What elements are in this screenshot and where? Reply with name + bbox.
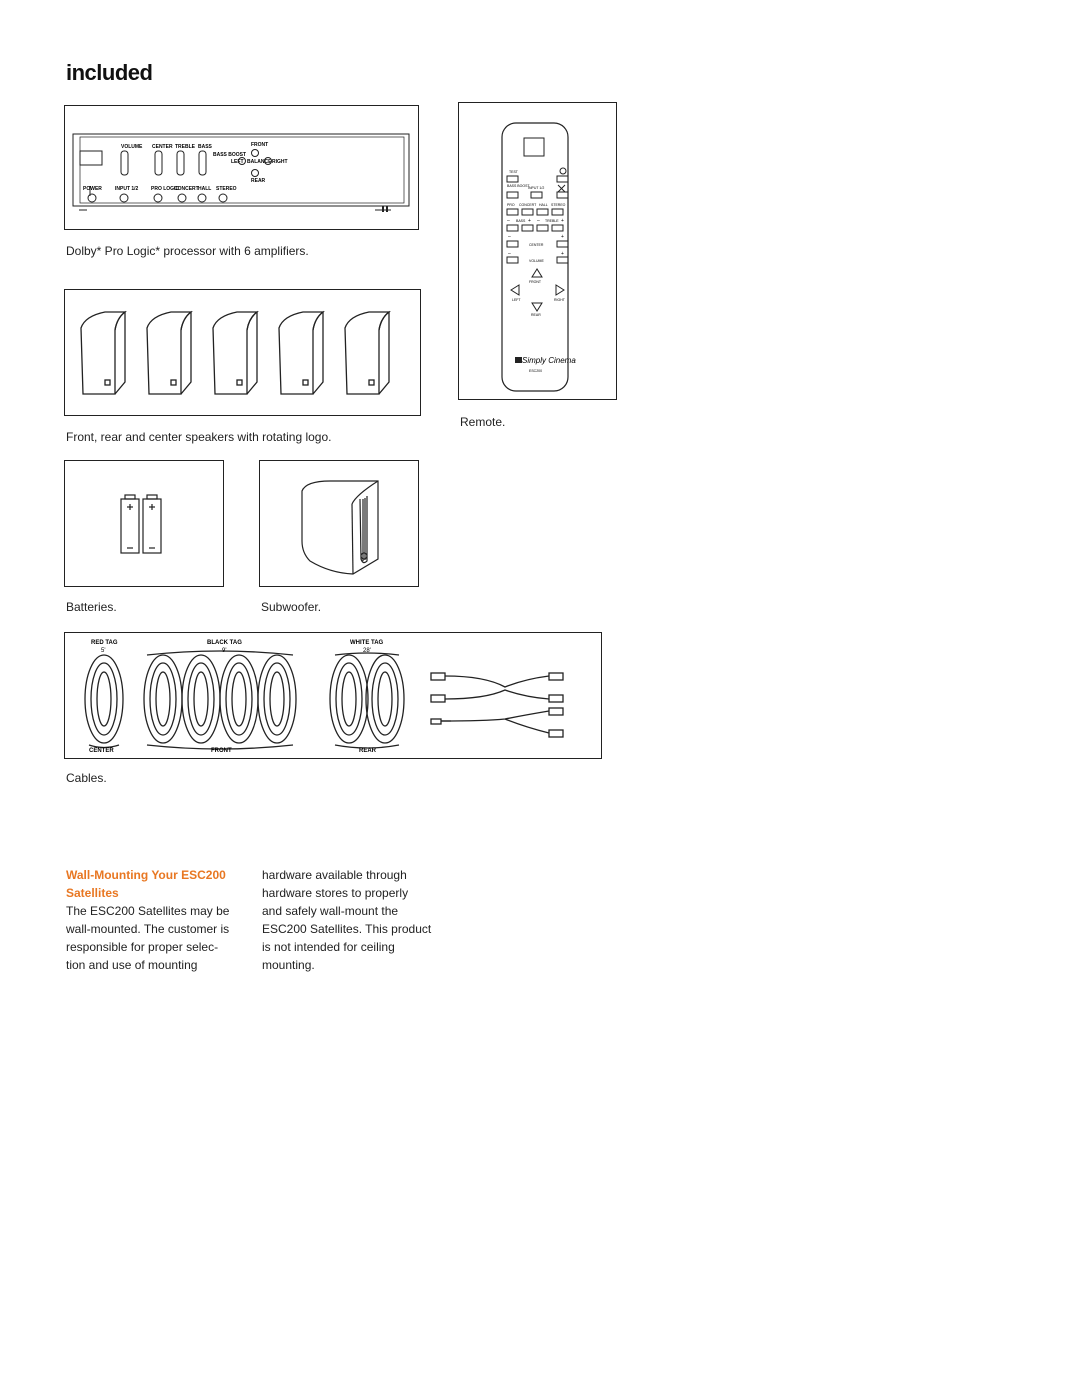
remote-illustration: TEST BASS BOOST INPUT 1/2 PRO CONCERT HA… xyxy=(501,122,576,392)
proc-right-label: RIGHT xyxy=(272,159,288,165)
proc-concert-label: CONCERT xyxy=(174,186,199,192)
remote-bass-label: BASS xyxy=(516,219,526,223)
wall-mounting-col1-line: wall-mounted. The customer is xyxy=(66,922,230,936)
speakers-illustration xyxy=(80,310,390,395)
white-tag-length: 28' xyxy=(363,648,371,654)
remote-model-label: ESC200 xyxy=(529,369,542,373)
proc-front-label: FRONT xyxy=(251,142,268,148)
front-group-label: FRONT xyxy=(211,748,232,754)
processor-caption: Dolby* Pro Logic* processor with 6 ampli… xyxy=(66,244,309,258)
processor-panel: VOLUME CENTER TREBLE BASS BASS BOOST FRO… xyxy=(64,105,419,230)
black-tag-label: BLACK TAG xyxy=(207,640,242,646)
red-tag-length: 5' xyxy=(101,648,105,654)
wall-mounting-col2: hardware available through hardware stor… xyxy=(262,866,452,974)
cables-panel: RED TAG 5' BLACK TAG 9' WHITE TAG 28' xyxy=(64,632,602,759)
subwoofer-caption: Subwoofer. xyxy=(261,600,322,614)
wall-mounting-col2-line: mounting. xyxy=(262,958,315,972)
wall-mounting-heading-line2: Satellites xyxy=(66,886,119,900)
remote-bass-minus: – xyxy=(507,218,510,224)
wall-mounting-col2-line: hardware stores to properly xyxy=(262,886,409,900)
wall-mounting-col2-line: hardware available through xyxy=(262,868,407,882)
wall-mounting-col2-line: and safely wall-mount the xyxy=(262,904,399,918)
center-group-label: CENTER xyxy=(89,748,114,754)
processor-illustration: VOLUME CENTER TREBLE BASS BASS BOOST FRO… xyxy=(72,133,410,212)
proc-left-label: LEFT xyxy=(231,159,244,165)
cables-illustration: RED TAG 5' BLACK TAG 9' WHITE TAG 28' xyxy=(84,640,564,754)
speakers-caption: Front, rear and center speakers with rot… xyxy=(66,430,332,444)
proc-bass-label: BASS xyxy=(198,144,213,150)
remote-bass-plus: + xyxy=(528,218,531,224)
remote-right-label: RIGHT xyxy=(554,298,566,302)
proc-power-label: POWER xyxy=(83,186,102,192)
subwoofer-illustration xyxy=(301,480,379,575)
remote-bassboost-label: BASS BOOST xyxy=(507,184,530,188)
wall-mounting-col1-line: The ESC200 Satellites may be xyxy=(66,904,230,918)
wall-mounting-col1-line: tion and use of mounting xyxy=(66,958,198,972)
remote-caption: Remote. xyxy=(460,415,506,429)
remote-rear-label: REAR xyxy=(531,313,541,317)
rear-group-label: REAR xyxy=(359,748,377,754)
remote-volume-label: VOLUME xyxy=(529,259,544,263)
remote-hall-label: HALL xyxy=(539,203,548,207)
remote-volume-minus: – xyxy=(508,251,511,257)
remote-front-label: FRONT xyxy=(529,280,542,284)
remote-center-plus: + xyxy=(561,234,564,240)
red-tag-label: RED TAG xyxy=(91,640,118,646)
remote-treble-minus: – xyxy=(537,218,540,224)
remote-panel: TEST BASS BOOST INPUT 1/2 PRO CONCERT HA… xyxy=(458,102,617,400)
remote-test-label: TEST xyxy=(509,170,519,174)
wall-mounting-col1: Wall-Mounting Your ESC200 Satellites The… xyxy=(66,866,246,974)
wall-mounting-col2-line: ESC200 Satellites. This product xyxy=(262,922,432,936)
subwoofer-panel xyxy=(259,460,419,587)
speakers-panel xyxy=(64,289,421,416)
remote-pro-label: PRO xyxy=(507,203,515,207)
page-title: included xyxy=(66,60,153,85)
remote-concert-label: CONCERT xyxy=(519,203,537,207)
remote-stereo-label: STEREO xyxy=(551,203,566,207)
remote-input-label: INPUT 1/2 xyxy=(528,186,544,190)
cables-caption: Cables. xyxy=(66,771,107,785)
white-tag-label: WHITE TAG xyxy=(350,640,384,646)
proc-volume-label: VOLUME xyxy=(121,144,143,150)
remote-center-label: CENTER xyxy=(529,243,544,247)
remote-brand-logo: Simply Cinema xyxy=(522,356,576,365)
remote-volume-plus: + xyxy=(561,251,564,257)
batteries-caption: Batteries. xyxy=(66,600,117,614)
remote-center-minus: – xyxy=(508,234,511,240)
proc-treble-label: TREBLE xyxy=(175,144,196,150)
batteries-illustration xyxy=(120,494,162,554)
remote-treble-plus: + xyxy=(561,218,564,224)
proc-stereo-label: STEREO xyxy=(216,186,237,192)
proc-prologic-label: PRO LOGIC xyxy=(151,186,179,192)
wall-mounting-heading-line1: Wall-Mounting Your ESC200 xyxy=(66,868,226,882)
wall-mounting-col2-line: is not intended for ceiling xyxy=(262,940,395,954)
proc-rear-label: REAR xyxy=(251,178,266,184)
batteries-panel xyxy=(64,460,224,587)
remote-treble-label: TREBLE xyxy=(545,219,559,223)
wall-mounting-col1-line: responsible for proper selec- xyxy=(66,940,219,954)
remote-left-label: LEFT xyxy=(512,298,521,302)
proc-balance-label: BALANCE xyxy=(247,159,272,165)
proc-bass-boost-label: BASS BOOST xyxy=(213,152,246,158)
proc-input-label: INPUT 1/2 xyxy=(115,186,139,192)
proc-hall-label: HALL xyxy=(198,186,211,192)
proc-center-label: CENTER xyxy=(152,144,173,150)
